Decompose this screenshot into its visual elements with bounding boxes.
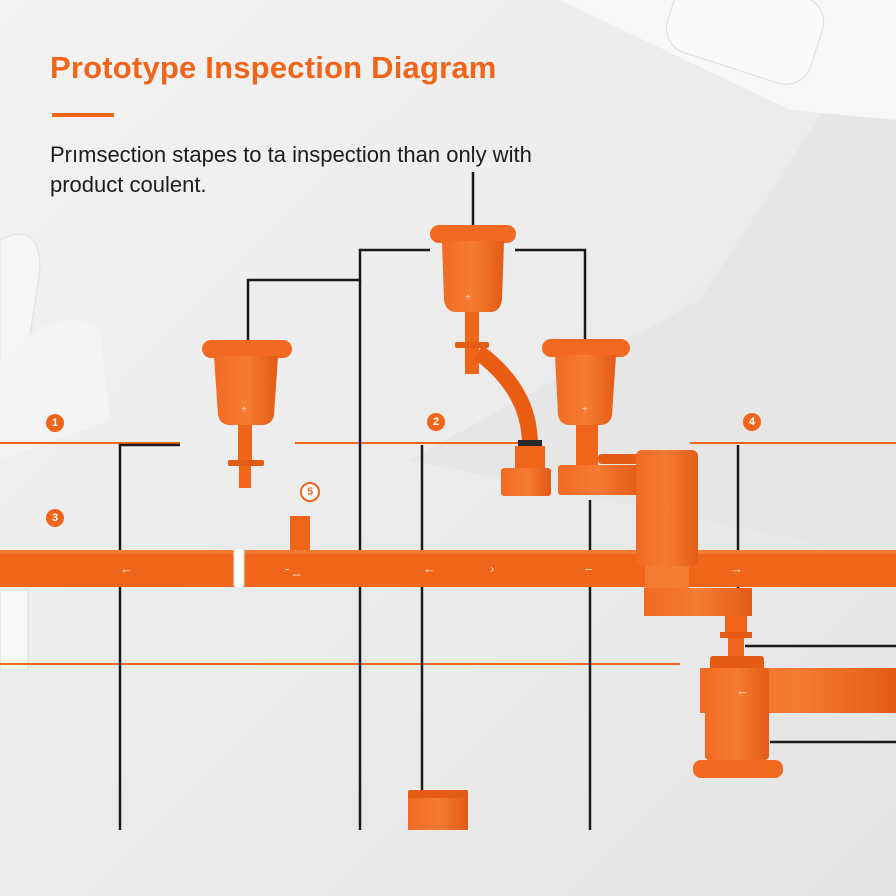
bottom-block <box>408 790 468 830</box>
belt-arrow-left-1: ← <box>120 561 133 576</box>
page-subtitle: Prımsection stapes to ta inspection than… <box>50 142 532 197</box>
svg-text:+: + <box>582 404 588 415</box>
stage-label-3: 3 <box>46 509 64 527</box>
belt-arrow-left-2: ← <box>423 561 436 576</box>
svg-text:+: + <box>465 292 471 303</box>
right-belt-arrow: ← <box>736 683 749 698</box>
stage-label-1: 1 <box>46 414 64 432</box>
belt-arrow-dash: – <box>585 561 593 576</box>
belt-arrow-marks: - _ <box>285 561 301 576</box>
process-tank <box>636 450 752 656</box>
orange-guide-lines <box>0 442 896 665</box>
inspection-funnel-left: + <box>202 340 292 488</box>
belt-arrow-right-2: → <box>730 561 743 576</box>
stage-label-4: 4 <box>743 413 761 431</box>
main-conveyor-belt <box>0 547 896 589</box>
bent-pipe <box>473 345 551 496</box>
pedestal-base <box>693 656 783 778</box>
svg-text:+: + <box>241 404 247 415</box>
stage-label-5: 5 <box>300 482 320 502</box>
inspection-funnel-center: + <box>430 225 516 374</box>
stage-label-2: 2 <box>427 413 445 431</box>
connector-lines <box>118 172 896 830</box>
belt-arrow-right-1: › <box>490 561 495 576</box>
small-block <box>290 516 310 550</box>
title-accent-bar <box>52 113 114 117</box>
page-title: Prototype Inspection Diagram <box>50 50 497 85</box>
